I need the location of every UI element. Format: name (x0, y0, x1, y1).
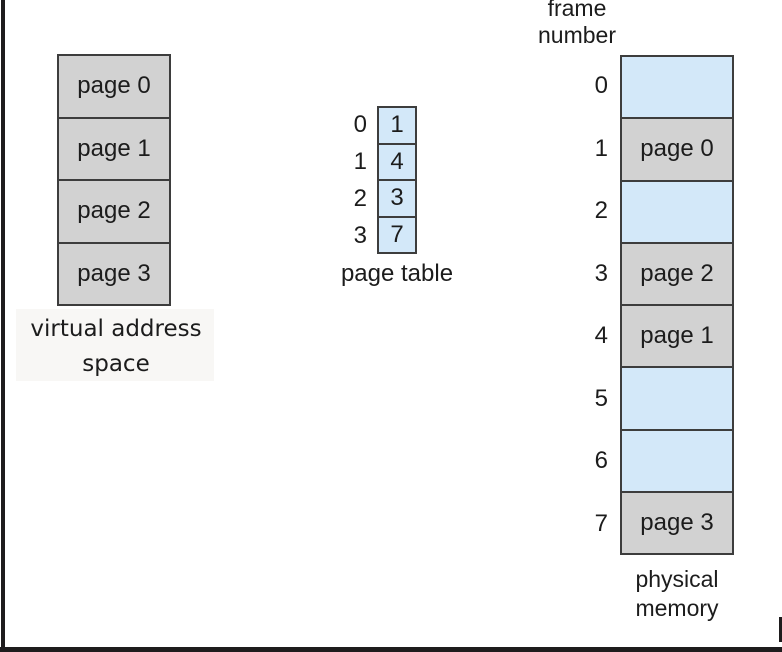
memory-frame-cell (622, 368, 732, 431)
virtual-address-space-caption-line1: virtual address (30, 316, 202, 342)
scan-edge-right (779, 617, 782, 642)
page-table-index: 0 (353, 110, 367, 138)
page-table-box: 1 4 3 7 (377, 106, 417, 254)
frame-number: 2 (594, 197, 608, 225)
page-table-entry: 1 (379, 108, 415, 145)
virtual-page-cell: page 0 (59, 56, 169, 119)
memory-frame-cell: page 0 (622, 119, 732, 182)
physical-memory-caption: physical memory (613, 565, 741, 623)
memory-frame-cell: page 3 (622, 492, 732, 553)
memory-frame-cell (622, 181, 732, 244)
memory-frame-cell: page 2 (622, 243, 732, 306)
frame-number: 3 (594, 259, 608, 287)
virtual-page-cell: page 3 (59, 243, 169, 304)
frame-number: 1 (594, 134, 608, 162)
page-table-entry: 3 (379, 181, 415, 218)
page-table-entry: 7 (379, 217, 415, 252)
frame-number: 0 (594, 72, 608, 100)
frame-number-header-line1: frame (547, 0, 607, 21)
physical-memory-caption-line2: memory (635, 595, 719, 621)
frame-number-header: frame number (514, 0, 640, 49)
physical-memory-box: page 0 page 2 page 1 page 3 (620, 55, 734, 555)
virtual-page-cell: page 2 (59, 181, 169, 244)
page-table-caption: page table (340, 260, 454, 287)
frame-number: 7 (594, 509, 608, 537)
memory-frame-cell (622, 430, 732, 493)
scan-edge-bottom (0, 647, 782, 652)
page-table-index: 2 (353, 184, 367, 212)
page-table-entry: 4 (379, 144, 415, 181)
physical-memory-caption-line1: physical (635, 566, 719, 592)
virtual-address-space-caption-line2: space (82, 351, 150, 377)
page-table-indices: 0 1 2 3 (317, 106, 367, 254)
frame-numbers: 0 1 2 3 4 5 6 7 (544, 55, 608, 555)
memory-frame-cell: page 1 (622, 306, 732, 369)
virtual-address-space-caption: virtual address space (6, 312, 226, 382)
frame-number: 4 (594, 322, 608, 350)
page-table-index: 1 (353, 147, 367, 175)
virtual-address-space-box: page 0 page 1 page 2 page 3 (57, 54, 171, 306)
memory-frame-cell (622, 57, 732, 120)
frame-number: 6 (594, 447, 608, 475)
virtual-page-cell: page 1 (59, 118, 169, 181)
scan-edge-left (1, 0, 5, 652)
frame-number-header-line2: number (538, 22, 616, 48)
page-table-index: 3 (353, 221, 367, 249)
frame-number: 5 (594, 384, 608, 412)
virtual-address-space-caption-backdrop (16, 309, 214, 381)
